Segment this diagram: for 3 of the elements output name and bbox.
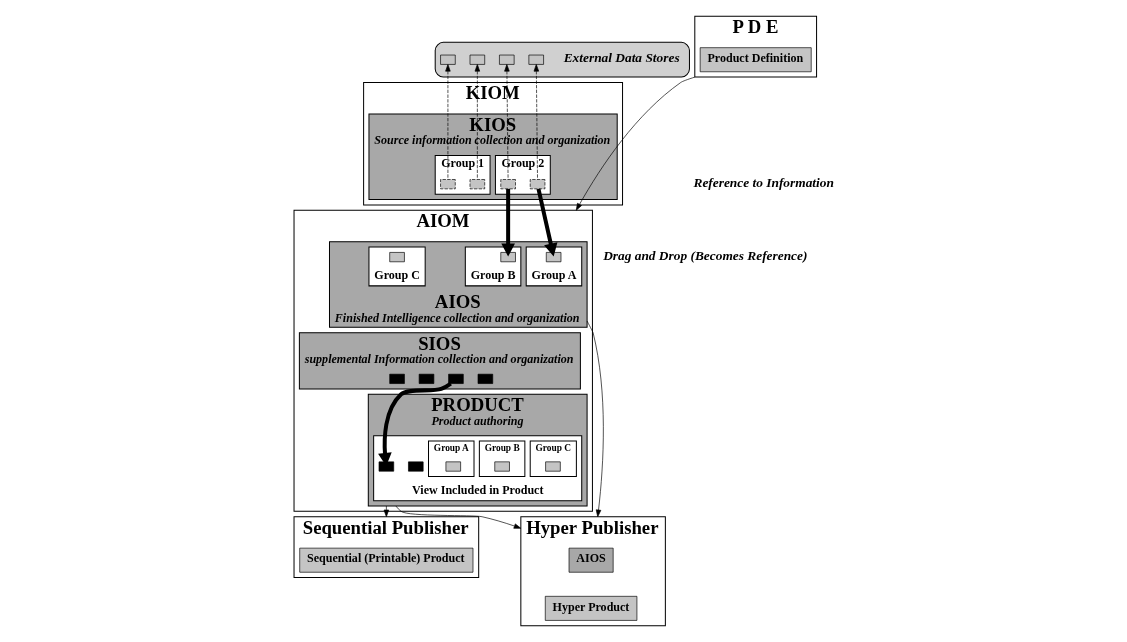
node-label: External Data Stores	[563, 50, 680, 66]
label: Reference to Information	[692, 174, 834, 190]
label: Drag and Drop (Becomes Reference)	[602, 247, 807, 263]
